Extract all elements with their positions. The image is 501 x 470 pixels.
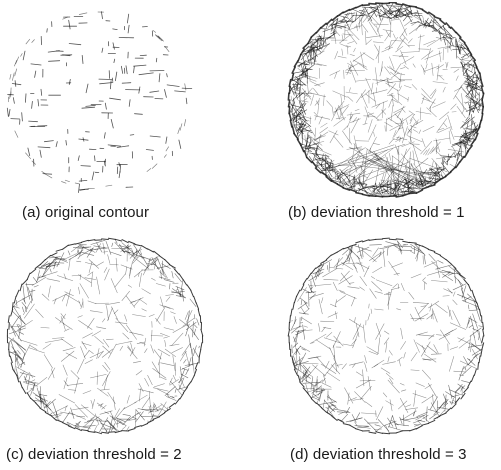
panel-deviation-threshold-2 [2, 236, 212, 436]
sphere-mesh-medium-image [287, 237, 485, 435]
caption-c: (c) deviation threshold = 2 [6, 446, 182, 463]
sphere-sparse-contour-image [6, 11, 193, 194]
caption-d: (d) deviation threshold = 3 [290, 446, 467, 463]
sphere-mesh-medium-image [6, 237, 204, 435]
caption-b: (b) deviation threshold = 1 [288, 204, 465, 221]
panel-original-contour [2, 2, 202, 198]
panel-deviation-threshold-3 [282, 236, 492, 436]
panel-deviation-threshold-1 [282, 2, 492, 200]
sphere-mesh-dense-image [287, 2, 485, 198]
caption-a: (a) original contour [22, 204, 150, 221]
